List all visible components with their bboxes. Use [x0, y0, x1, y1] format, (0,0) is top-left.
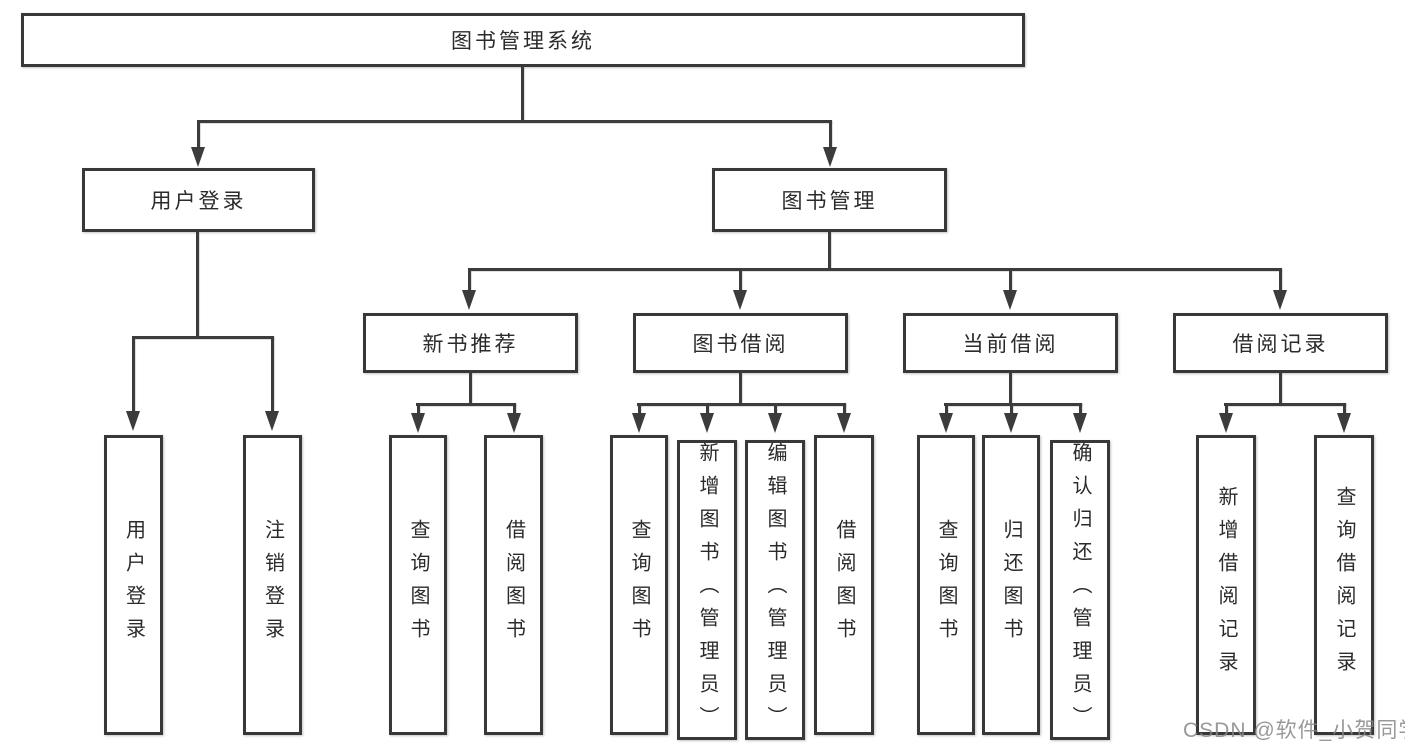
leaf-query-books-recommend-label: 查询图书	[407, 519, 429, 651]
leaf-logout-label: 注销登录	[261, 519, 284, 651]
node-book-management: 图书管理	[712, 168, 947, 232]
leaf-return-book-label: 归还图书	[1000, 519, 1022, 651]
leaf-edit-book-admin-label: 编辑图书（管理员）	[764, 441, 786, 739]
connector-drop-new-books	[468, 270, 471, 291]
arrowhead-icon	[507, 413, 521, 433]
connector-drop-book-borrowing	[739, 270, 742, 291]
arrowhead-icon	[1273, 290, 1287, 310]
connector-drop	[1343, 403, 1346, 414]
node-user-login: 用户登录	[82, 168, 315, 232]
leaf-borrow-books-recommend-label: 借阅图书	[502, 519, 525, 651]
connector-drop	[945, 403, 948, 414]
node-new-book-recommendation-label: 新书推荐	[422, 333, 519, 356]
arrowhead-icon	[1337, 413, 1351, 433]
node-new-book-recommendation: 新书推荐	[363, 313, 578, 373]
connector-drop-current-borrowing	[1009, 270, 1012, 291]
arrowhead-icon	[768, 413, 782, 433]
arrowhead-icon	[733, 290, 747, 310]
connector-bookmgmt-stem	[828, 232, 831, 270]
leaf-user-login: 用户登录	[104, 435, 163, 735]
connector-drop-leaf-login	[132, 338, 135, 412]
arrowhead-icon	[191, 147, 205, 167]
leaf-query-books-recommend: 查询图书	[389, 435, 447, 735]
connector-currentborrow-bus	[944, 403, 1082, 406]
arrowhead-icon	[126, 411, 140, 431]
leaf-confirm-return-admin-label: 确认归还（管理员）	[1069, 441, 1091, 739]
node-borrowing-records: 借阅记录	[1173, 313, 1388, 373]
leaf-add-book-admin-label: 新增图书（管理员）	[696, 441, 718, 739]
leaf-query-books-borrowing-label: 查询图书	[628, 519, 650, 651]
connector-drop	[1225, 403, 1228, 414]
node-book-borrowing: 图书借阅	[633, 313, 848, 373]
node-root: 图书管理系统	[21, 13, 1025, 67]
watermark: CSDN @软件_小贺同学	[1183, 719, 1405, 742]
connector-drop	[1010, 403, 1013, 414]
node-current-borrowing-label: 当前借阅	[962, 333, 1059, 356]
connector-newbooks-stem	[469, 373, 472, 405]
leaf-add-borrow-record-label: 新增借阅记录	[1215, 486, 1237, 684]
connector-drop-user-login	[197, 122, 200, 148]
connector-root-stem	[521, 67, 524, 122]
node-user-login-label: 用户登录	[150, 190, 247, 213]
connector-drop-leaf-logout	[271, 338, 274, 412]
node-book-borrowing-label: 图书借阅	[692, 333, 789, 356]
arrowhead-icon	[462, 290, 476, 310]
node-root-label: 图书管理系统	[451, 30, 595, 53]
connector-records-bus	[1224, 403, 1346, 406]
leaf-borrow-books-borrowing-label: 借阅图书	[833, 519, 855, 651]
leaf-edit-book-admin: 编辑图书（管理员）	[745, 440, 805, 740]
arrowhead-icon	[700, 413, 714, 433]
connector-drop	[1079, 403, 1082, 414]
connector-drop	[417, 403, 420, 414]
arrowhead-icon	[411, 413, 425, 433]
node-borrowing-records-label: 借阅记录	[1232, 333, 1329, 356]
connector-bookmgmt-bus	[468, 268, 1282, 271]
arrowhead-icon	[265, 411, 279, 431]
leaf-add-book-admin: 新增图书（管理员）	[677, 440, 737, 740]
leaf-logout: 注销登录	[243, 435, 302, 735]
leaf-query-borrow-record-label: 查询借阅记录	[1333, 486, 1355, 684]
arrowhead-icon	[939, 413, 953, 433]
connector-records-stem	[1279, 373, 1282, 405]
arrowhead-icon	[1073, 413, 1087, 433]
connector-newbooks-bus	[416, 403, 516, 406]
leaf-borrow-books-recommend: 借阅图书	[484, 435, 543, 735]
connector-drop	[843, 403, 846, 414]
arrowhead-icon	[632, 413, 646, 433]
leaf-query-borrow-record: 查询借阅记录	[1314, 435, 1374, 735]
arrowhead-icon	[837, 413, 851, 433]
leaf-return-book: 归还图书	[982, 435, 1040, 735]
arrowhead-icon	[823, 147, 837, 167]
connector-drop-borrow-records	[1279, 270, 1282, 291]
connector-root-bus	[197, 120, 832, 123]
node-current-borrowing: 当前借阅	[903, 313, 1118, 373]
connector-drop-book-mgmt	[829, 122, 832, 148]
arrowhead-icon	[1003, 290, 1017, 310]
connector-bookborrow-stem	[739, 373, 742, 405]
connector-bookborrow-bus	[637, 403, 846, 406]
connector-userlogin-bus	[132, 336, 274, 339]
leaf-user-login-label: 用户登录	[122, 519, 145, 651]
arrowhead-icon	[1004, 413, 1018, 433]
connector-drop	[513, 403, 516, 414]
connector-drop	[774, 403, 777, 414]
connector-drop	[706, 403, 709, 414]
leaf-query-books-borrowing: 查询图书	[610, 435, 668, 735]
leaf-add-borrow-record: 新增借阅记录	[1196, 435, 1256, 735]
leaf-query-books-current-label: 查询图书	[935, 519, 957, 651]
leaf-confirm-return-admin: 确认归还（管理员）	[1050, 440, 1110, 740]
leaf-borrow-books-borrowing: 借阅图书	[814, 435, 874, 735]
connector-userlogin-stem	[196, 232, 199, 338]
connector-currentborrow-stem	[1009, 373, 1012, 405]
arrowhead-icon	[1219, 413, 1233, 433]
leaf-query-books-current: 查询图书	[917, 435, 975, 735]
connector-drop	[638, 403, 641, 414]
node-book-management-label: 图书管理	[781, 190, 878, 213]
